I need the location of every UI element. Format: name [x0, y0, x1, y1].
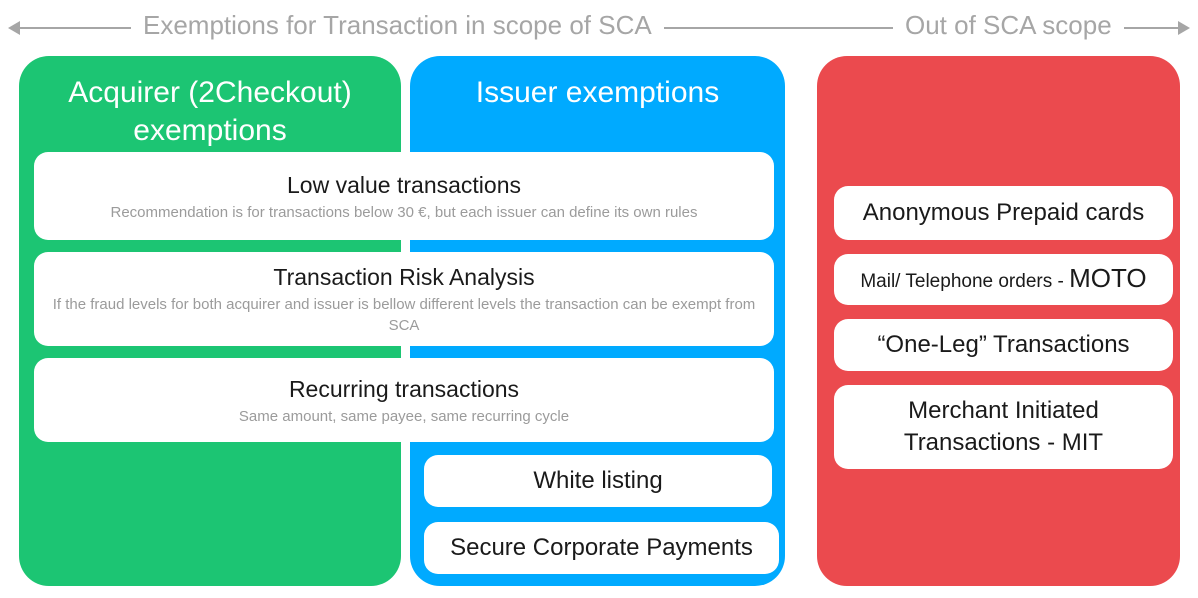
panel-issuer-title: Issuer exemptions	[475, 76, 720, 109]
card-title: Merchant Initiated Transactions - MIT	[903, 397, 1104, 456]
card-title: Anonymous Prepaid cards	[862, 199, 1145, 226]
card-mail-telephone-orders-moto: Mail/ Telephone orders - MOTO	[834, 254, 1173, 305]
card-title: White listing	[533, 467, 663, 494]
card-title: Low value transactions	[287, 171, 521, 198]
card-subtitle: Recommendation is for transactions below…	[110, 203, 698, 221]
card-recurring-transactions: Recurring transactions Same amount, same…	[34, 358, 774, 442]
card-low-value-transactions: Low value transactions Recommendation is…	[34, 152, 774, 240]
card-title: Mail/ Telephone orders - MOTO	[860, 265, 1146, 295]
panel-acquirer-title: Acquirer (2Checkout) exemptions	[68, 76, 352, 147]
card-secure-corporate-payments: Secure Corporate Payments	[424, 522, 779, 574]
card-merchant-initiated-transactions-mit: Merchant Initiated Transactions - MIT	[834, 385, 1173, 469]
card-anonymous-prepaid-cards: Anonymous Prepaid cards	[834, 186, 1173, 240]
card-title: “One-Leg” Transactions	[877, 331, 1130, 358]
card-one-leg-transactions: “One-Leg” Transactions	[834, 319, 1173, 371]
in-scope-label: Exemptions for Transaction in scope of S…	[131, 2, 664, 48]
arrow-left-icon	[8, 21, 20, 35]
moto-label-small: Mail/ Telephone orders -	[860, 270, 1070, 292]
card-subtitle: Same amount, same payee, same recurring …	[238, 407, 570, 425]
card-title: Recurring transactions	[288, 375, 520, 402]
card-title: Secure Corporate Payments	[450, 534, 753, 561]
card-transaction-risk-analysis: Transaction Risk Analysis If the fraud l…	[34, 252, 774, 346]
scope-arrow-band: Exemptions for Transaction in scope of S…	[0, 0, 1198, 52]
moto-label-big: MOTO	[1069, 262, 1147, 293]
card-subtitle: If the fraud levels for both acquirer an…	[52, 296, 756, 334]
out-of-scope-label: Out of SCA scope	[893, 2, 1124, 48]
card-white-listing: White listing	[424, 455, 772, 507]
arrow-right-icon	[1178, 21, 1190, 35]
card-title: Transaction Risk Analysis	[273, 264, 535, 290]
